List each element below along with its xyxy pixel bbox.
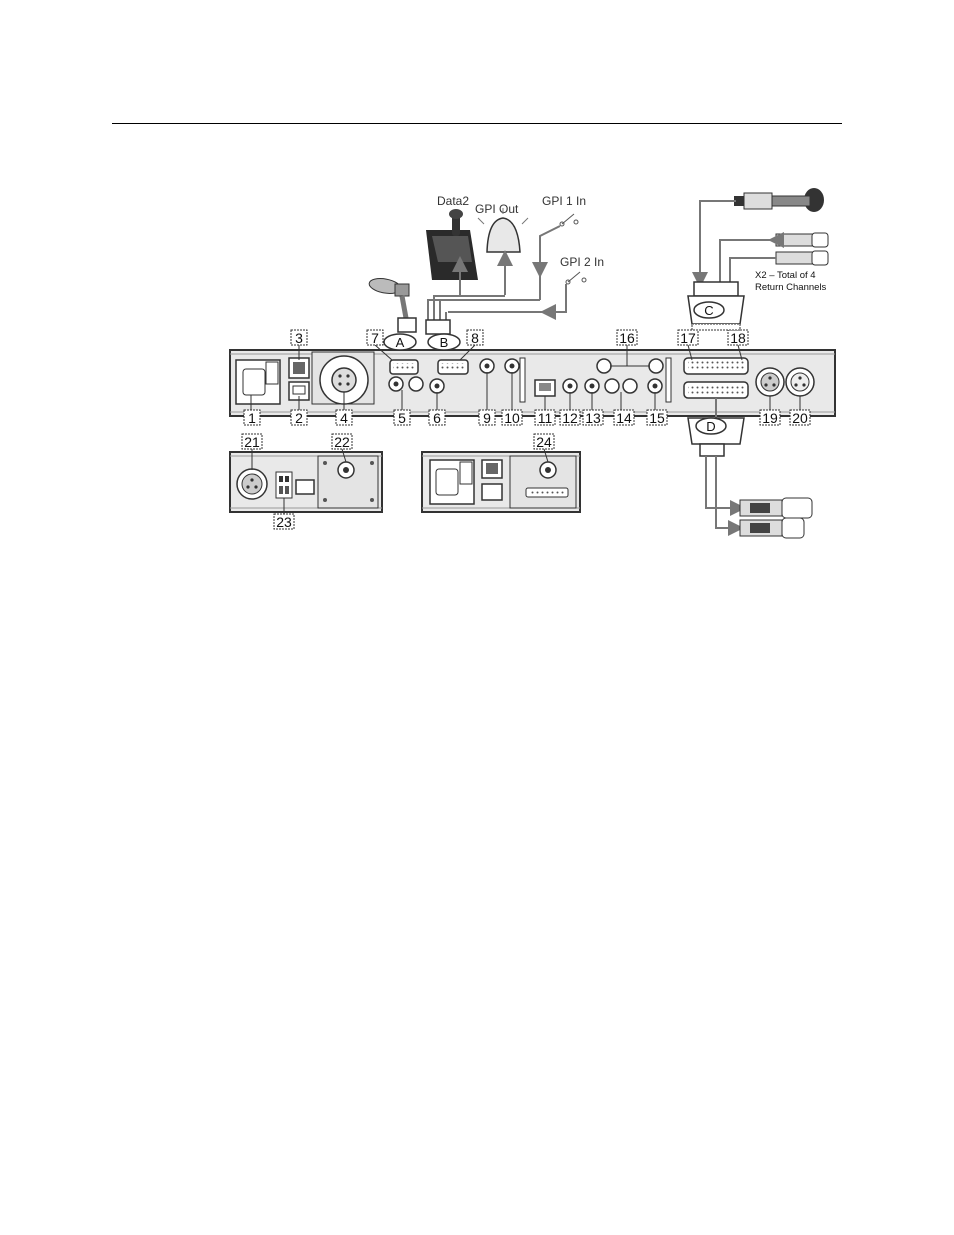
label-23: 23 [276, 514, 292, 530]
callout-a: A [396, 335, 405, 350]
label-12: 12 [562, 410, 578, 426]
number-labels: 1 2 3 4 5 6 7 8 9 10 11 12 13 1 [241, 329, 811, 530]
gpi1-switch: GPI 1 In [532, 194, 586, 300]
label-6: 6 [433, 410, 441, 426]
label-20: 20 [792, 410, 808, 426]
label-14: 14 [616, 410, 632, 426]
label-1: 1 [248, 410, 256, 426]
label-2: 2 [295, 410, 303, 426]
cable-d: D [687, 398, 813, 539]
label-4: 4 [340, 410, 348, 426]
gpi1-label: GPI 1 In [542, 194, 586, 208]
label-22: 22 [334, 434, 350, 450]
cable-a: A [368, 278, 417, 351]
cable-b: B [425, 295, 540, 351]
label-18: 18 [730, 330, 746, 346]
callout-c: C [704, 303, 713, 318]
label-9: 9 [483, 410, 491, 426]
label-8: 8 [471, 330, 479, 346]
x2-label-line1: X2 – Total of 4 [755, 270, 816, 281]
callout-d: D [706, 419, 715, 434]
main-rear-panel [229, 349, 836, 417]
label-5: 5 [398, 410, 406, 426]
label-15: 15 [649, 410, 665, 426]
label-11: 11 [538, 410, 553, 426]
gpi2-label: GPI 2 In [560, 255, 604, 269]
leader-lines [250, 344, 801, 410]
gpi-out-indicator: GPI Out [475, 202, 529, 295]
label-3: 3 [295, 330, 303, 346]
label-17: 17 [680, 330, 696, 346]
label-24: 24 [536, 434, 552, 450]
label-7: 7 [371, 330, 379, 346]
label-19: 19 [762, 410, 778, 426]
label-21: 21 [244, 434, 260, 450]
alternate-panel-left [229, 448, 383, 514]
label-10: 10 [504, 410, 520, 426]
cable-c: X2 – Total of 4 Return Channels C [687, 188, 829, 331]
data2-device: Data2 [426, 194, 478, 296]
gpi2-switch: GPI 2 In [448, 255, 604, 320]
gpi-out-label: GPI Out [475, 202, 519, 216]
data2-label: Data2 [437, 194, 469, 208]
label-16: 16 [619, 330, 635, 346]
x2-label-line2: Return Channels [755, 282, 827, 293]
header-rule [112, 123, 842, 124]
label-13: 13 [585, 410, 601, 426]
rear-panel-connection-diagram: 1 2 3 4 5 6 7 8 9 10 11 12 13 1 [229, 188, 836, 539]
alternate-panel-right [421, 448, 581, 513]
callout-b: B [440, 335, 449, 350]
